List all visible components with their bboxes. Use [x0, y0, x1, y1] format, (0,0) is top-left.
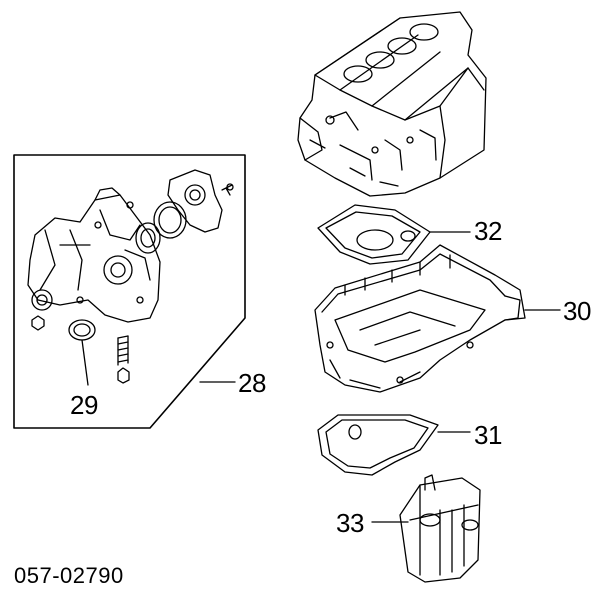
callout-30: 30 — [563, 296, 591, 326]
assembly-frame-28 — [14, 155, 245, 428]
callout-31: 31 — [474, 420, 502, 450]
leader-29 — [82, 340, 88, 385]
callout-32: 32 — [474, 216, 502, 246]
pump-cover-icon — [127, 170, 233, 253]
drawing-code: 057-02790 — [14, 563, 124, 588]
oil-seal-icon — [69, 320, 95, 340]
gasket-icon — [318, 415, 438, 475]
oil-pan-icon — [315, 245, 525, 392]
callout-29: 29 — [70, 390, 98, 420]
oil-strainer-icon — [400, 475, 480, 582]
oil-pump-icon — [28, 188, 160, 330]
callout-28: 28 — [238, 368, 266, 398]
callout-33: 33 — [336, 508, 364, 538]
baffle-plate-icon — [318, 205, 430, 264]
engine-block-icon — [298, 12, 486, 196]
relief-spring-icon — [118, 336, 129, 383]
